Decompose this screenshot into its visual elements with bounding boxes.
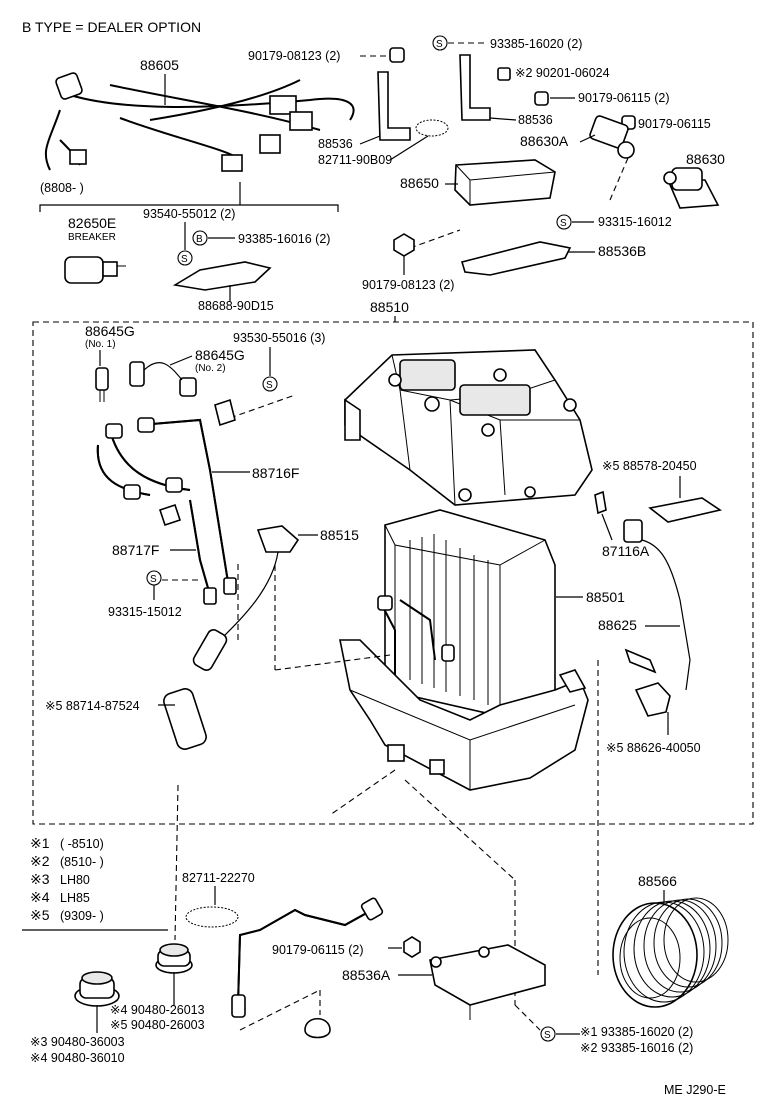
thermistor-88515 <box>192 525 300 671</box>
part-90179-06115-2-bot: 90179-06115 (2) <box>272 943 364 957</box>
part-93385-16016-2: 93385-16016 (2) <box>238 232 330 246</box>
grommet-90480-36003 <box>74 971 120 1007</box>
part-90179-06115: 90179-06115 <box>638 117 711 131</box>
part-88515: 88515 <box>320 527 359 543</box>
part-90480-36003: ※3 90480-36003 <box>30 1035 125 1049</box>
svg-text:S: S <box>560 218 567 229</box>
dealer-option-title: B TYPE = DEALER OPTION <box>22 19 201 35</box>
bracket-88536a <box>429 944 546 1020</box>
no1-label: (No. 1) <box>85 339 116 350</box>
legend-mark-5: ※5 <box>30 907 50 923</box>
part-82711-22270: 82711-22270 <box>182 871 255 885</box>
part-88717f: 88717F <box>112 542 159 558</box>
part-88650: 88650 <box>400 175 439 191</box>
part-88645g-no2: 88645G <box>195 347 245 363</box>
clip-87116a <box>594 490 607 515</box>
drain-hose <box>231 897 384 1018</box>
band-82711-22270 <box>185 906 239 928</box>
part-88630: 88630 <box>686 151 725 167</box>
part-88714-87524: ※5 88714-87524 <box>45 699 140 713</box>
sensor-88625 <box>623 519 691 691</box>
pipe-88717f <box>158 499 237 605</box>
legend-value-2: (8510- ) <box>60 855 104 869</box>
svg-text:S: S <box>150 574 157 585</box>
band-82711-90b09 <box>415 119 449 137</box>
part-93385-16020-2-top: 93385-16020 (2) <box>490 37 582 51</box>
part-88808-range: (8808- ) <box>40 181 84 195</box>
part-93315-16012: 93315-16012 <box>598 215 672 229</box>
tube-88714-87524 <box>163 688 207 750</box>
bracket-88688-90d15 <box>172 261 272 291</box>
part-90480-36010: ※4 90480-36010 <box>30 1051 125 1065</box>
part-88566: 88566 <box>638 873 677 889</box>
sensor-88630 <box>663 167 720 209</box>
sensor-88630a <box>589 115 635 159</box>
part-88578-20450: ※5 88578-20450 <box>602 459 697 473</box>
legend-mark-4: ※4 <box>30 889 50 905</box>
pad-88578-20450 <box>648 497 722 523</box>
part-90179-08123-2-top: 90179-08123 (2) <box>248 49 340 63</box>
part-90480-26013: ※4 90480-26013 <box>110 1003 205 1017</box>
legend-value-4: LH85 <box>60 891 90 905</box>
legend-value-3: LH80 <box>60 873 90 887</box>
assembly-88510-boundary <box>32 321 754 825</box>
bracket-88536-right <box>459 54 491 121</box>
part-88645g-no1: 88645G <box>85 323 135 339</box>
part-90201-06024: ※2 90201-06024 <box>515 66 610 80</box>
wire-harness-88605 <box>44 72 355 172</box>
legend-mark-1: ※1 <box>30 835 50 851</box>
part-88716f: 88716F <box>252 465 299 481</box>
grommet-90480-26013 <box>155 943 193 974</box>
part-93315-15012: 93315-15012 <box>108 605 182 619</box>
part-88536-b: 88536 <box>518 113 553 127</box>
bracket-88536b <box>460 241 572 276</box>
legend-value-1: ( -8510) <box>60 837 104 851</box>
svg-text:S: S <box>544 1030 551 1041</box>
bracket-88536-left <box>377 71 411 141</box>
part-88688-90d15: 88688-90D15 <box>198 299 274 313</box>
part-93385-16020-bot: ※1 93385-16020 (2) <box>580 1025 693 1039</box>
bracket-88626-40050 <box>634 682 671 717</box>
part-93540-55012-2: 93540-55012 (2) <box>143 207 235 221</box>
switch-88645g-no1 <box>95 367 109 402</box>
diagram-code: ME J290-E <box>664 1083 726 1097</box>
svg-text:B: B <box>196 234 203 245</box>
svg-text:S: S <box>436 39 443 50</box>
svg-text:S: S <box>181 254 188 265</box>
switch-88645g-no2 <box>129 361 197 397</box>
bellows-88566 <box>612 897 729 1008</box>
part-90480-26003: ※5 90480-26003 <box>110 1018 205 1032</box>
breaker-label: BREAKER <box>68 232 116 243</box>
part-88501: 88501 <box>586 589 625 605</box>
part-93530-55016-3: 93530-55016 (3) <box>233 331 325 345</box>
part-90179-06115-2-top: 90179-06115 (2) <box>578 91 670 105</box>
part-90179-08123-2-mid: 90179-08123 (2) <box>362 278 454 292</box>
part-88510: 88510 <box>370 299 409 315</box>
part-82650e: 82650E <box>68 215 116 231</box>
svg-text:S: S <box>266 380 273 391</box>
part-88626-40050: ※5 88626-40050 <box>606 741 701 755</box>
part-88625: 88625 <box>598 617 637 633</box>
module-88650 <box>454 159 556 206</box>
part-88630a: 88630A <box>520 133 569 149</box>
part-93385-16016-bot: ※2 93385-16016 (2) <box>580 1041 693 1055</box>
part-88536b: 88536B <box>598 243 646 259</box>
legend-value-5: (9309- ) <box>60 909 104 923</box>
part-88536a: 88536A <box>342 967 391 983</box>
legend-mark-2: ※2 <box>30 853 50 869</box>
legend: ※1 ( -8510) ※2 (8510- ) ※3 LH80 ※4 LH85 … <box>22 835 168 931</box>
part-88536-a: 88536 <box>318 137 353 151</box>
part-88605: 88605 <box>140 57 179 73</box>
part-87116a: 87116A <box>602 543 650 559</box>
legend-mark-3: ※3 <box>30 871 50 887</box>
breaker-82650e <box>64 256 126 284</box>
cover-case <box>344 349 593 506</box>
no2-label: (No. 2) <box>195 363 226 374</box>
pipe-88716f <box>96 417 229 583</box>
part-82711-90b09: 82711-90B09 <box>318 153 392 167</box>
lower-case <box>339 639 589 791</box>
